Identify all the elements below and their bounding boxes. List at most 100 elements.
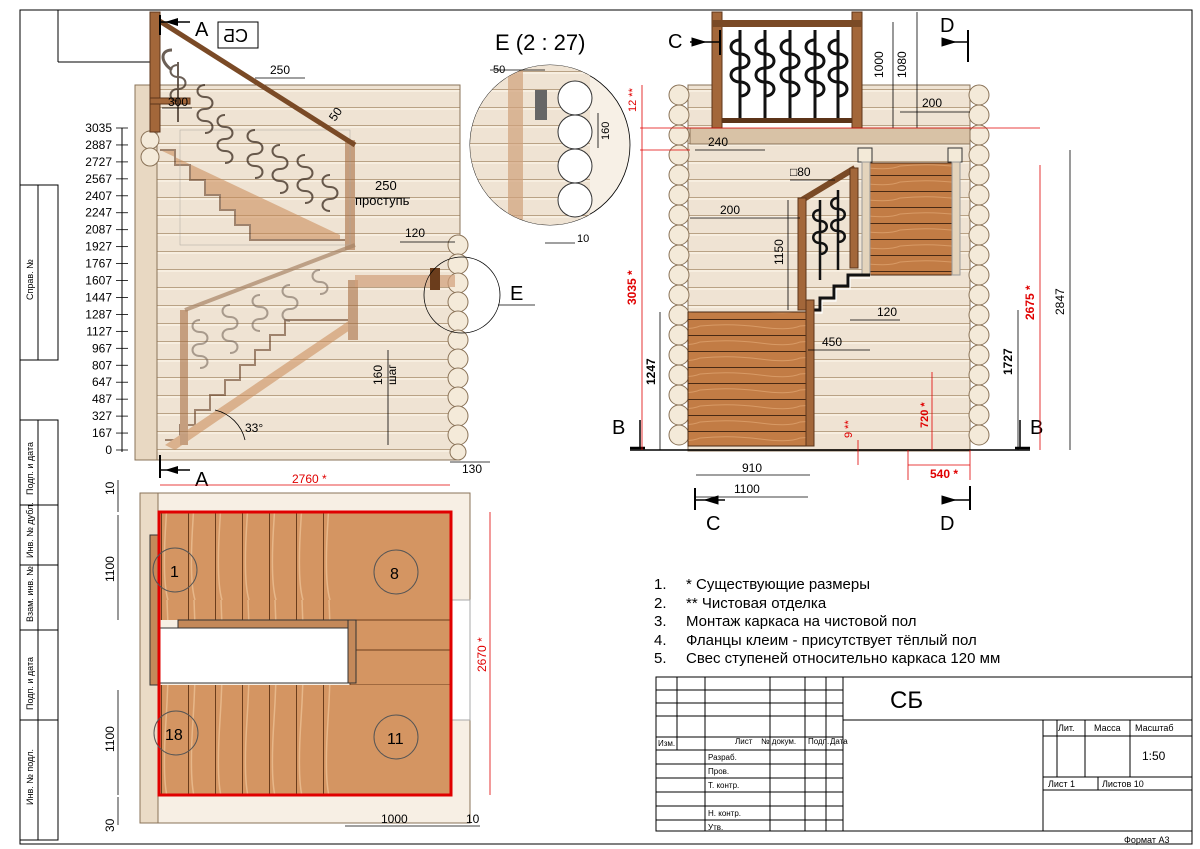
dim-1000: 1000 [872,51,886,78]
level-tick-label: 2087 [85,223,112,237]
section-mark-d-bottom: D [940,513,954,535]
section-mark-b-left: B [612,417,625,439]
plan-view: 1 8 18 11 2760 * 10 1100 1100 30 2670 * … [103,472,491,832]
dim-130: 130 [462,462,482,476]
section-mark-c-bottom: C [706,513,720,535]
dim-2760: 2760 * [292,472,327,486]
detail-callout-e: E [510,283,523,305]
note-item: 1.* Существующие размеры [654,576,871,593]
dim-1080: 1080 [895,51,909,78]
tb-izm: Изм. [658,739,675,748]
notes-list: 1.* Существующие размеры 2.** Чистовая о… [654,576,1074,669]
level-tick-label: 167 [92,426,112,440]
dim-250-tread: 250 [375,178,397,193]
dim-450: 450 [822,335,842,349]
tb-razrab: Разраб. [708,753,737,762]
tb-prov: Пров. [708,767,729,776]
dim-2675: 2675 * [1023,285,1037,320]
tb-utv: Утв. [708,823,723,832]
tb-scale: 1:50 [1142,749,1166,763]
dim-1150: 1150 [772,239,786,265]
level-tick-label: 647 [92,375,112,389]
level-tick-label: 2727 [85,155,112,169]
dim-1000-plan: 1000 [381,812,408,826]
tb-podp: Подп. [808,737,829,746]
side-stamp-vzam-inv: Взам. инв. № [25,566,35,622]
dim-1247: 1247 [644,358,658,385]
detail-dim-50: 50 [493,64,505,76]
step-number-18: 18 [165,727,183,744]
dim-10-top: 10 [103,481,117,495]
level-tick-label: 1607 [85,274,112,288]
section-mark-d-top: D [940,15,954,37]
tb-t-kontr: Т. контр. [708,781,739,790]
side-stamp-podp-data-1: Подп. и дата [25,442,35,495]
note-item: 5.Свес ступеней относительно каркаса 120… [654,650,1001,667]
dim-720: 720 * [919,402,931,428]
section-mark-a-top: A [195,19,209,41]
dim-1727: 1727 [1001,348,1015,375]
tb-list-col: Лист [735,737,753,746]
step-number-11: 11 [387,731,404,748]
angle-label: 33° [245,421,263,435]
dim-120: 120 [877,305,897,319]
dim-120-left: 120 [405,226,425,240]
section-mark-b-right: B [1030,417,1043,439]
tb-data: Дата [830,737,848,746]
section-mark-sb-mirror: СБ [223,26,248,46]
dim-200-top: 200 [922,96,942,110]
level-ticks: 3035288727272567240722472087192717671607… [85,121,128,457]
dim-1100-plan-bottom: 1100 [103,726,117,752]
dim-910: 910 [742,461,762,475]
note-item: 4.Фланцы клеим - присутствует тёплый пол [654,631,977,649]
dim-10-bottom: 10 [466,812,480,826]
tb-lit: Лит. [1058,723,1075,733]
step-number-8: 8 [390,566,399,583]
tb-listov: Листов 10 [1102,779,1144,789]
section-mark-c-top: C [668,31,682,53]
tb-massa: Масса [1094,723,1121,733]
step-label: шаг [385,364,399,385]
dim-3035: 3035 * [625,270,639,305]
title-block [655,676,1193,832]
side-stamp-inv-podl: Инв. № подл. [25,749,35,805]
dim-200-mid: 200 [720,203,740,217]
level-tick-label: 967 [92,341,112,355]
detail-title: E (2 : 27) [495,30,585,55]
dim-540: 540 * [930,467,958,481]
dim-9: 9 ** [843,420,855,438]
level-tick-label: 1767 [85,257,112,271]
tb-n-kontr: Н. контр. [708,809,741,818]
level-tick-label: 807 [92,358,112,372]
detail-dim-160: 160 [600,122,612,140]
section-mark-a-bottom: A [195,469,209,491]
dim-30: 30 [103,818,117,832]
dim-240: 240 [708,135,728,149]
side-stamp [19,184,59,841]
level-tick-label: 3035 [85,121,112,135]
tb-list: Лист 1 [1048,779,1075,789]
level-tick-label: 0 [105,443,112,457]
tb-title: СБ [890,687,923,714]
level-tick-label: 1127 [86,324,112,338]
dim-1100-right: 1100 [734,482,760,496]
note-item: 3.Монтаж каркаса на чистовой пол [654,613,917,630]
level-tick-label: 2567 [85,172,112,186]
level-tick-label: 2247 [85,206,112,220]
dim-1100-plan-top: 1100 [103,556,117,582]
level-tick-label: 327 [92,409,112,423]
level-tick-label: 1447 [85,290,112,304]
dim-250-top: 250 [270,63,290,77]
note-item: 2.** Чистовая отделка [654,594,827,612]
dim-2670: 2670 * [475,637,489,672]
dim-2847: 2847 [1053,288,1067,315]
side-stamp-podp-data-2: Подп. и дата [25,657,35,710]
level-tick-label: 487 [92,392,112,406]
tb-masshtab: Масштаб [1135,723,1174,733]
tread-label: проступь [355,193,410,208]
side-stamp-sprav: Справ. № [25,259,35,300]
detail-e-view: E (2 : 27) 50 160 10 [469,30,631,245]
dim-160-step: 160 [371,365,385,385]
dim-300: 300 [168,95,188,109]
